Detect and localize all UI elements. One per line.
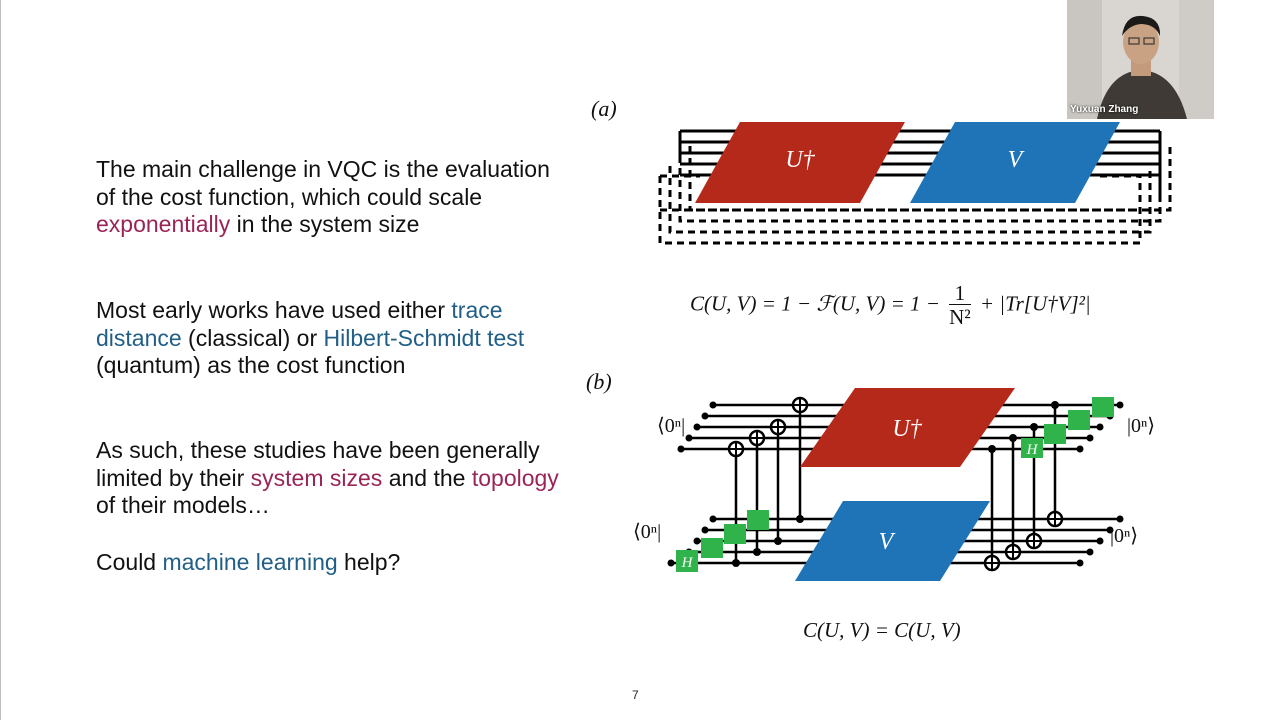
webcam-participant-name: Yuxuan Zhang bbox=[1070, 104, 1139, 115]
gate-a-udagger bbox=[695, 122, 905, 203]
equation-b-text: C(U, V) = C(U, V) bbox=[803, 618, 961, 642]
gate-a-udagger-label: U† bbox=[785, 147, 815, 173]
h-gate-right-label: H bbox=[1026, 442, 1039, 458]
gate-b-v bbox=[795, 501, 990, 581]
p4-blue: machine learning bbox=[162, 549, 338, 575]
diagram-b-wire-dots bbox=[667, 401, 1124, 567]
figure-label-a: (a) bbox=[591, 96, 617, 121]
p3-accent-2: topology bbox=[471, 464, 559, 491]
p2-blue-2: Hilbert-Schmidt test bbox=[323, 324, 525, 351]
p1-text-end: in the system size bbox=[230, 211, 420, 237]
equation-a-lhs: C(U, V) = 1 − ℱ(U, V) = 1 − bbox=[690, 291, 940, 316]
p2-text-end: (quantum) as the cost function bbox=[96, 352, 406, 378]
gate-b-udagger-label: U† bbox=[892, 416, 922, 442]
diagram-b-h-gates bbox=[676, 397, 1114, 572]
bra-lower: ⟨0ⁿ| bbox=[633, 521, 661, 543]
equation-a-denominator: N² bbox=[949, 305, 971, 329]
equation-a-fraction: 1 N² bbox=[949, 282, 971, 329]
bra-upper: ⟨0ⁿ| bbox=[657, 415, 685, 437]
p3-accent-1: system sizes bbox=[250, 464, 383, 491]
figure-label-b: (b) bbox=[586, 369, 612, 394]
ket-lower: |0ⁿ⟩ bbox=[1110, 525, 1138, 547]
gate-a-v bbox=[910, 122, 1120, 203]
gate-b-v-label: V bbox=[879, 529, 896, 555]
page-number: 7 bbox=[632, 688, 639, 702]
p2-text-mid: (classical) or bbox=[181, 324, 324, 351]
ket-upper: |0ⁿ⟩ bbox=[1127, 415, 1155, 437]
p4-text: Could bbox=[96, 549, 163, 575]
paragraph-3: As such, these studies have been general… bbox=[96, 437, 566, 520]
webcam-tile[interactable]: Yuxuan Zhang bbox=[1067, 0, 1214, 119]
slide-left-edge bbox=[0, 0, 1, 720]
diagram-b-cnot-cross bbox=[729, 398, 1062, 570]
p3-text-end: of their models… bbox=[96, 492, 270, 518]
equation-b: C(U, V) = C(U, V) bbox=[803, 618, 961, 643]
p2-text: Most early works have used either bbox=[96, 297, 452, 323]
p1-text: The main challenge in VQC is the evaluat… bbox=[96, 156, 550, 210]
p2-blue-1: trace distance bbox=[96, 297, 503, 351]
h-gate-left-label: H bbox=[681, 555, 694, 571]
p3-text-mid: and the bbox=[382, 464, 472, 491]
webcam-video bbox=[1067, 0, 1214, 119]
gate-a-v-label: V bbox=[1008, 147, 1025, 173]
paragraph-2: Most early works have used either trace … bbox=[96, 297, 566, 380]
equation-a: C(U, V) = 1 − ℱ(U, V) = 1 − 1 N² + |Tr[U… bbox=[690, 282, 1091, 329]
paragraph-4: Could machine learning help? bbox=[96, 549, 566, 577]
p1-accent: exponentially bbox=[96, 211, 231, 237]
p3-text: As such, these studies have been general… bbox=[96, 437, 540, 491]
paragraph-1: The main challenge in VQC is the evaluat… bbox=[96, 156, 566, 239]
equation-a-numerator: 1 bbox=[949, 282, 971, 305]
p4-text-end: help? bbox=[337, 549, 401, 575]
equation-a-rhs: + |Tr[U†V]²| bbox=[979, 291, 1091, 316]
diagram-a bbox=[658, 122, 1172, 245]
gate-b-udagger bbox=[800, 388, 1015, 467]
